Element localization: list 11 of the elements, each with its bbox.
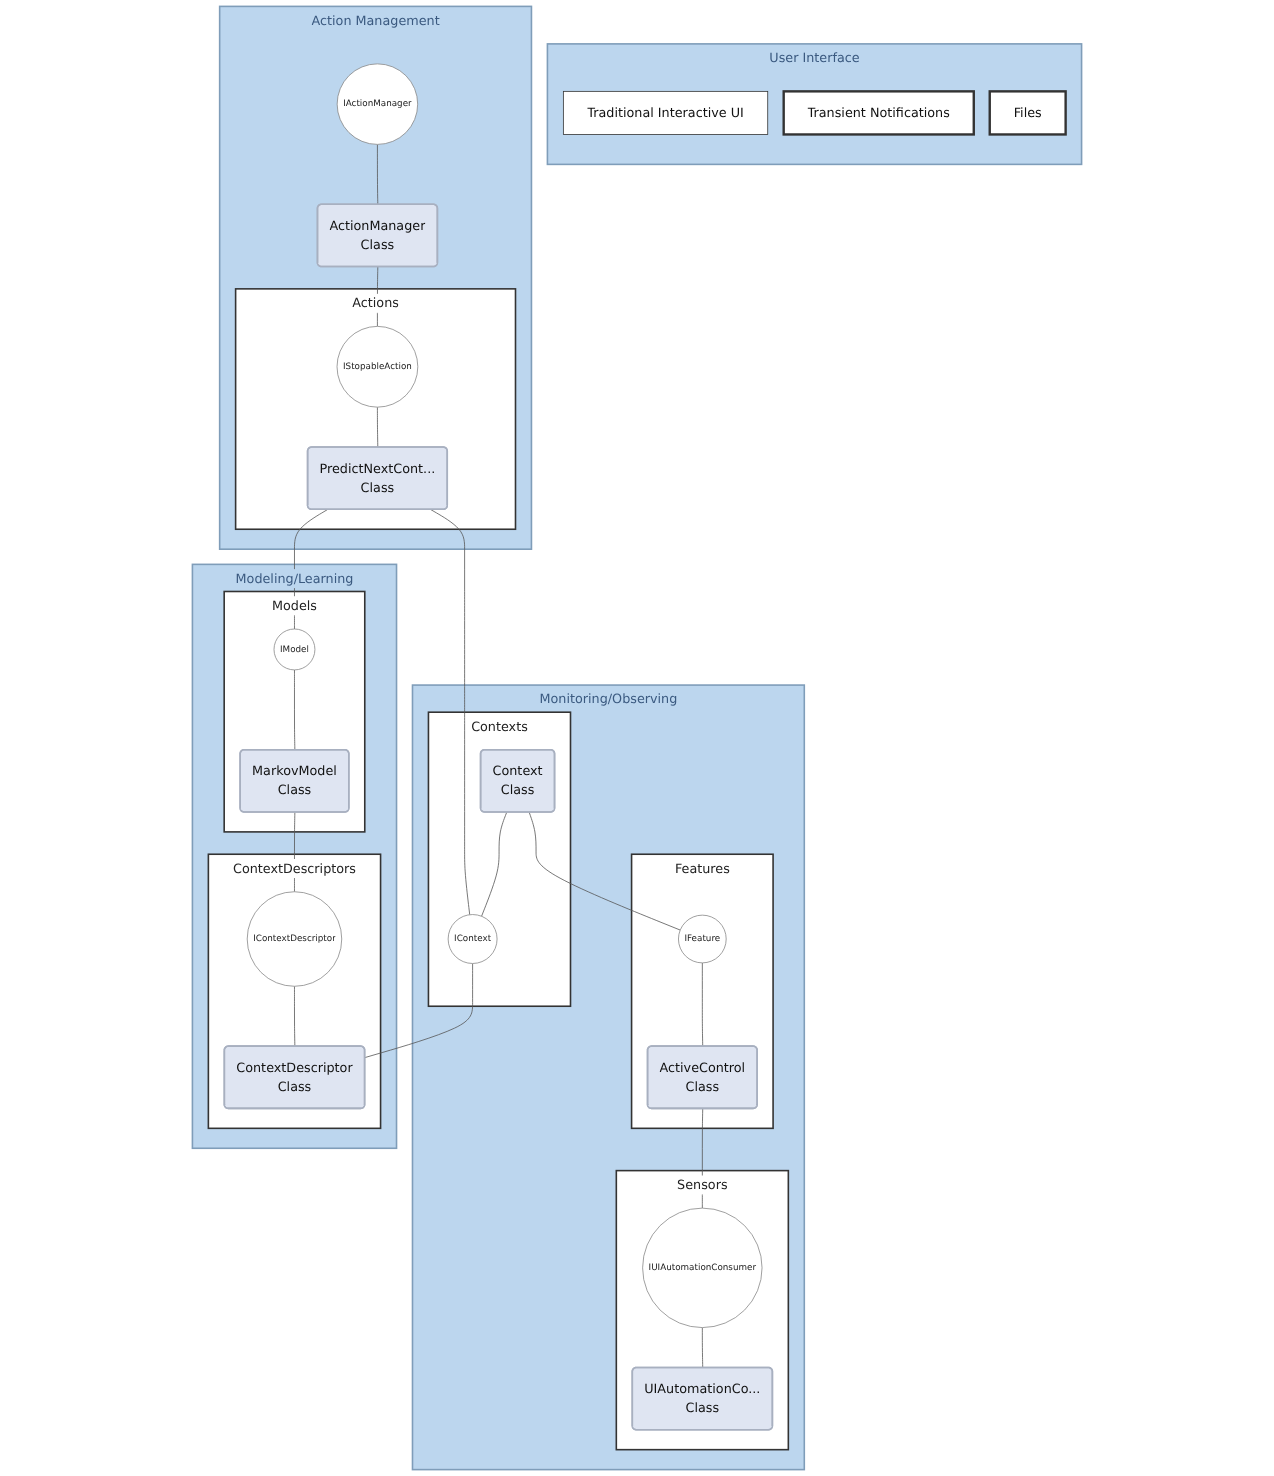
connector (430, 509, 471, 916)
connector (701, 1327, 704, 1369)
connector (481, 811, 508, 917)
connector (294, 669, 296, 751)
connector (377, 266, 379, 327)
connector (377, 144, 379, 206)
connector (701, 962, 704, 1047)
connector (364, 963, 473, 1058)
connector (528, 811, 681, 931)
connector (294, 985, 296, 1047)
connector (377, 406, 379, 448)
